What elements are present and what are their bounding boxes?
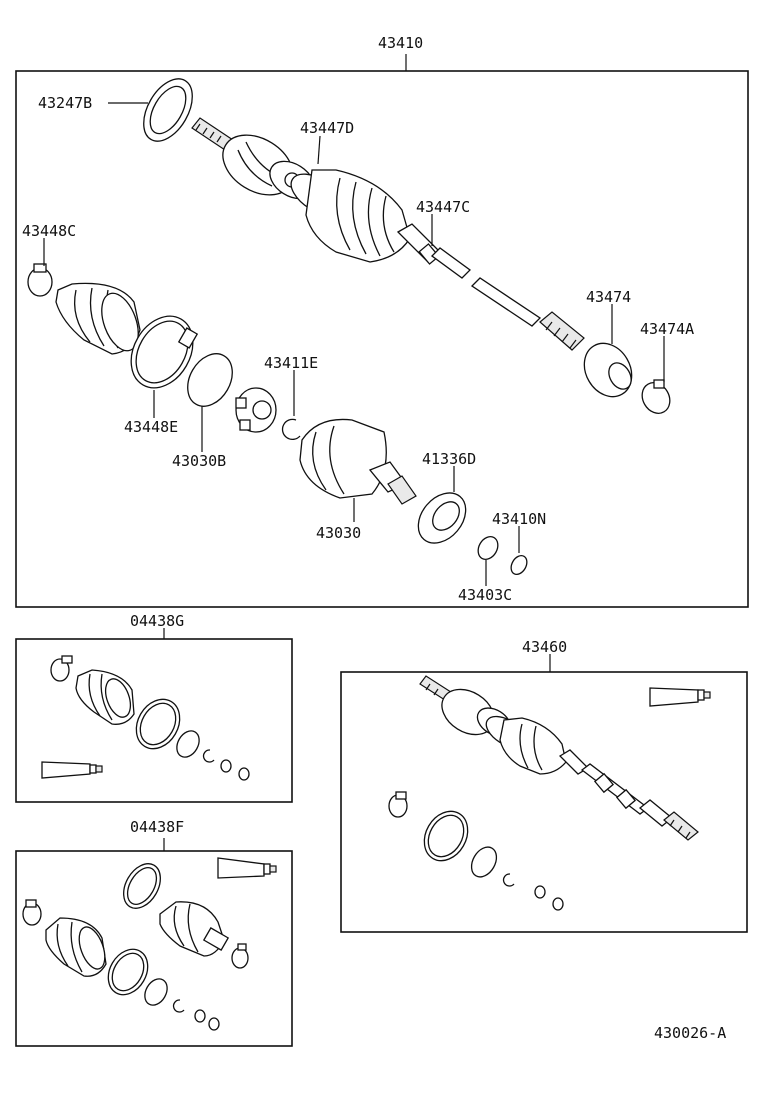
kit-04438g-frame	[15, 638, 293, 803]
part-43403c-ring[interactable]	[474, 533, 502, 563]
label-43410n[interactable]: 43410N	[492, 510, 546, 528]
part-43474-damper[interactable]	[575, 335, 641, 405]
kit-g-snap-ring	[176, 730, 200, 758]
kit-g-boot	[75, 669, 135, 725]
part-43410n-ring[interactable]	[508, 553, 530, 577]
alt-clamp-small	[388, 791, 408, 818]
label-43411e[interactable]: 43411E	[264, 354, 318, 372]
alt-driveshaft[interactable]	[419, 675, 699, 841]
part-43411e-ring[interactable]	[281, 418, 301, 440]
kit-f-circlip	[172, 999, 185, 1013]
kit-f-clamp-small-left	[22, 899, 42, 926]
kit-f-grease-tube	[217, 857, 277, 879]
kit-04438g-group: 04438G	[15, 612, 293, 803]
kit-f-ring-b	[208, 1017, 220, 1031]
label-43247b[interactable]: 43247B	[38, 94, 92, 112]
kit-f-clamp-large-bottom	[107, 948, 149, 996]
kit-g-clamp-small	[50, 655, 73, 682]
kit-g-clamp-large	[135, 698, 181, 750]
figure-code: 430026-A	[654, 1024, 726, 1042]
kit-f-inner-boot	[159, 901, 230, 957]
kit-g-grease-tube	[41, 761, 103, 779]
main-assembly-group: 43410 43247B	[15, 34, 749, 608]
label-43030b[interactable]: 43030B	[172, 452, 226, 470]
kit-04438f-frame	[15, 850, 293, 1047]
alt-assembly-frame	[340, 671, 748, 933]
label-43460[interactable]: 43460	[522, 638, 567, 656]
part-driveshaft-upper[interactable]	[191, 117, 585, 351]
part-43448c-clamp[interactable]	[27, 263, 53, 297]
label-04438g[interactable]: 04438G	[130, 612, 184, 630]
alt-ring-a	[534, 885, 546, 899]
label-43403c[interactable]: 43403C	[458, 586, 512, 604]
kit-f-clamp-small-right	[231, 943, 249, 969]
label-04438f[interactable]: 04438F	[130, 818, 184, 836]
label-43410[interactable]: 43410	[378, 34, 423, 52]
part-43474a-clamp[interactable]	[637, 378, 676, 419]
alt-snap-ring	[470, 846, 498, 878]
kit-g-circlip	[202, 749, 215, 763]
kit-g-ring-b	[238, 767, 250, 781]
kit-f-ring-a	[194, 1009, 206, 1023]
label-43447c[interactable]: 43447C	[416, 198, 470, 216]
alt-clamp-large	[423, 810, 469, 862]
part-43448e-band[interactable]	[119, 305, 205, 399]
label-43448c[interactable]: 43448C	[22, 222, 76, 240]
kit-g-ring-a	[220, 759, 232, 773]
kit-f-snap-ring	[144, 978, 168, 1006]
label-43474[interactable]: 43474	[586, 288, 631, 306]
kit-f-clamp-large-top	[123, 863, 161, 909]
alt-circlip	[502, 873, 515, 887]
part-43030b-ring[interactable]	[179, 346, 242, 414]
part-boot-left[interactable]	[55, 282, 145, 355]
alt-assembly-group: 43460	[340, 638, 748, 933]
label-43448e[interactable]: 43448E	[124, 418, 178, 436]
kit-f-outer-boot	[45, 917, 107, 977]
part-41336d-bearing[interactable]	[409, 484, 476, 553]
label-43447d[interactable]: 43447D	[300, 119, 354, 137]
label-43474a[interactable]: 43474A	[640, 320, 694, 338]
label-43030[interactable]: 43030	[316, 524, 361, 542]
kit-04438f-group: 04438F	[15, 818, 293, 1047]
part-43247b-ring[interactable]	[134, 71, 203, 150]
part-43030-housing[interactable]	[299, 418, 417, 505]
part-tripod-joint[interactable]	[235, 387, 277, 433]
label-41336d[interactable]: 41336D	[422, 450, 476, 468]
alt-ring-b	[552, 897, 564, 911]
main-assembly-frame	[15, 70, 749, 608]
alt-grease-tube	[649, 687, 711, 707]
